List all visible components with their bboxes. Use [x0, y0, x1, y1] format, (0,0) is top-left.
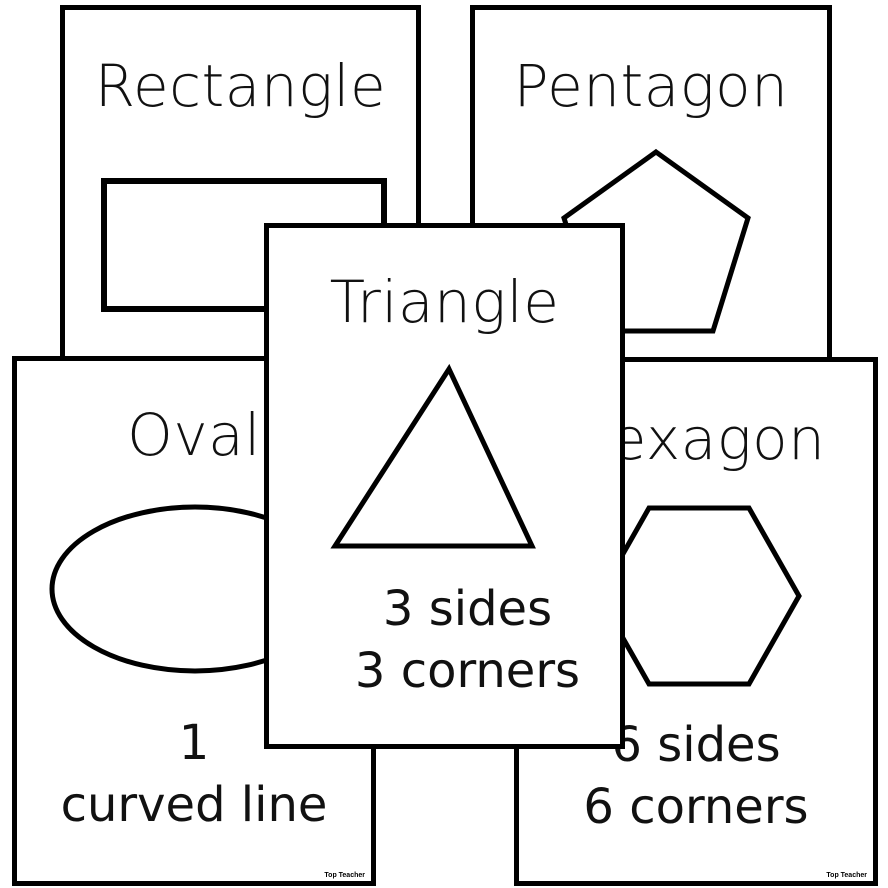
info-line: 6 corners: [583, 779, 809, 835]
rectangle-card: Rectangle: [60, 5, 421, 425]
card-info: 6 sides 6 corners: [519, 714, 873, 838]
info-line: curved line: [60, 777, 328, 833]
info-line: 1: [178, 715, 210, 771]
card-info: 3 sides 3 corners: [315, 578, 620, 702]
triangle-card: Triangle 3 sides 3 corners: [264, 223, 625, 749]
info-line: 3 corners: [354, 643, 581, 699]
info-line: 3 sides: [382, 581, 553, 637]
card-title: Pentagon: [513, 52, 789, 120]
card-title: Oval: [127, 401, 261, 469]
card-info: 1 curved line: [17, 712, 371, 836]
pentagon-icon: [561, 148, 751, 334]
credit-text: Top Teacher: [826, 872, 867, 879]
card-title: Triangle: [329, 268, 560, 336]
triangle-icon: [330, 363, 536, 549]
card-title: Rectangle: [94, 52, 387, 120]
credit-text: Top Teacher: [324, 872, 365, 879]
info-line: 6 sides: [611, 717, 781, 773]
